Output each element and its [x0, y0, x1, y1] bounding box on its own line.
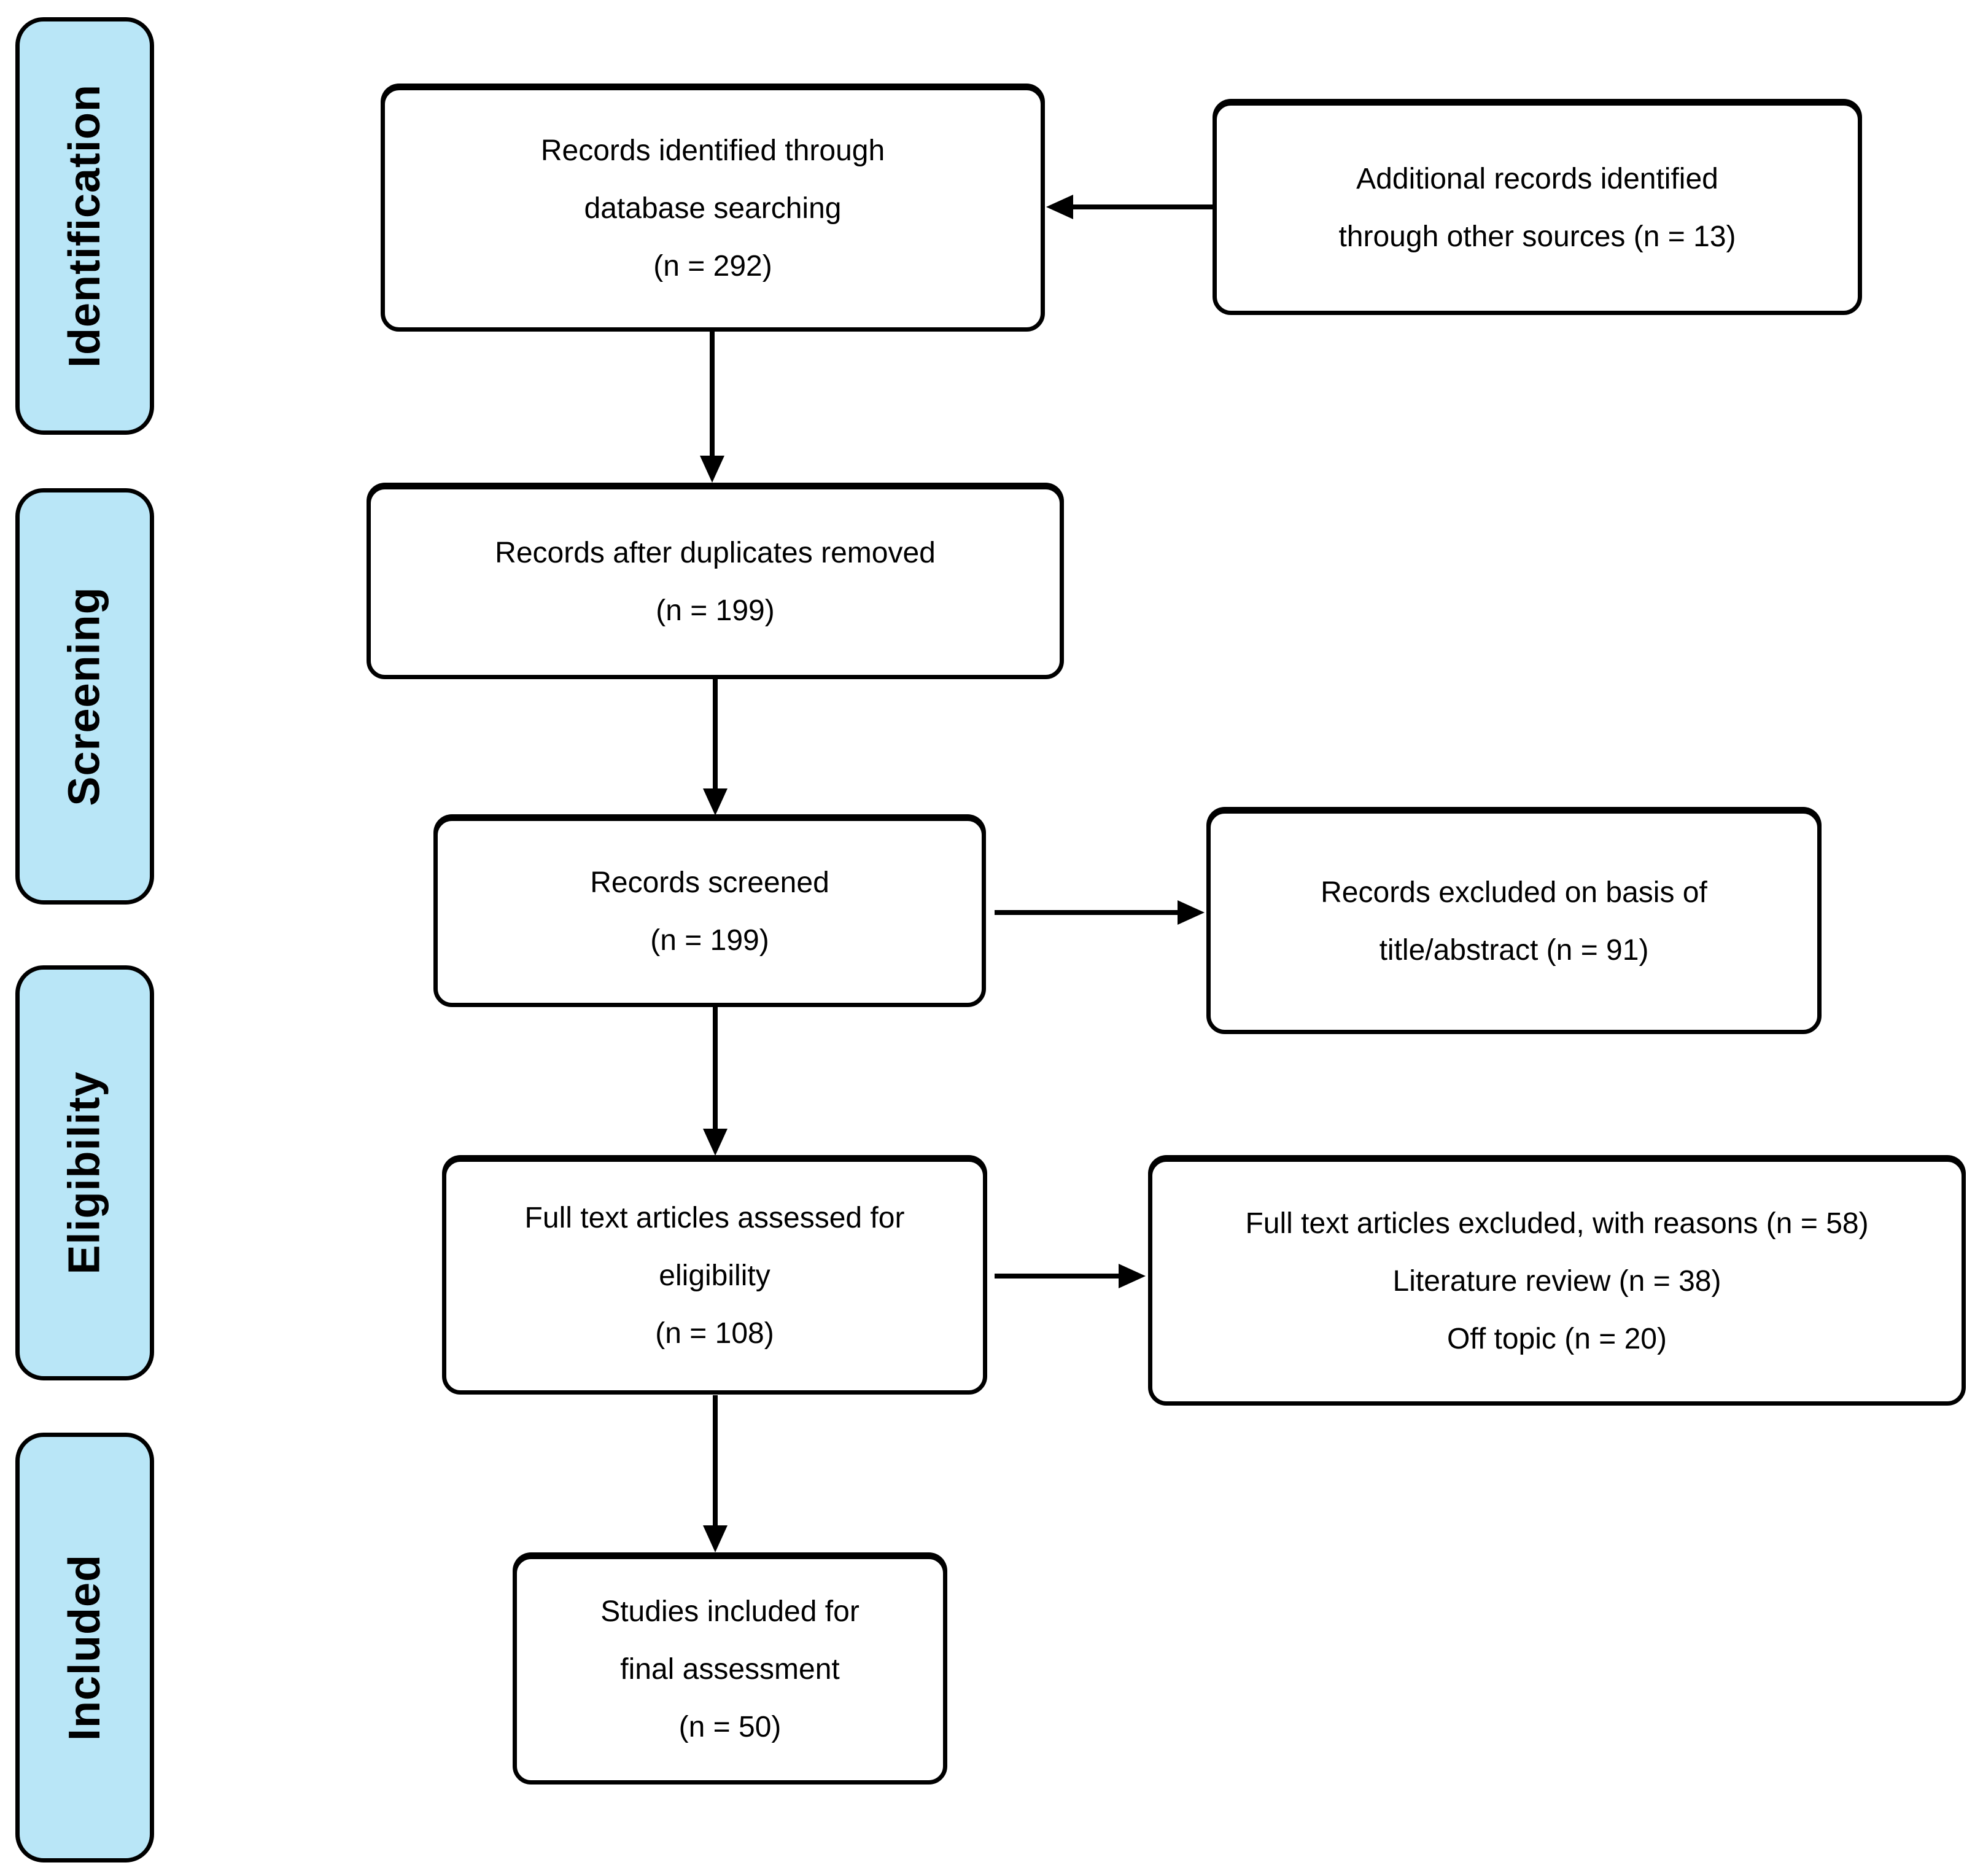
box-studies-included-count: (n = 50) — [678, 1711, 782, 1743]
box-full-text-excluded-reason: Off topic (n = 20) — [1447, 1323, 1667, 1355]
box-records-identified: Records identified through database sear… — [381, 86, 1045, 332]
arrow-screened-to-excluded-head — [1178, 900, 1205, 925]
box-records-identified-line: database searching — [584, 192, 842, 225]
stage-included: Included — [15, 1433, 154, 1862]
box-full-text-assessed-count: (n = 108) — [655, 1317, 774, 1350]
stage-screening: Screening — [15, 488, 154, 905]
arrow-screened-to-fulltext-head — [703, 1129, 728, 1156]
box-full-text-assessed-line: eligibility — [659, 1259, 770, 1292]
box-full-text-excluded-reason: Literature review (n = 38) — [1392, 1265, 1721, 1298]
stage-screening-label: Screening — [60, 586, 109, 806]
box-records-excluded-count: title/abstract (n = 91) — [1379, 934, 1649, 967]
arrow-fulltext-to-excluded-line — [995, 1274, 1119, 1279]
arrow-fulltext-to-included-head — [703, 1525, 728, 1552]
arrow-identified-to-duplicates-line — [710, 332, 715, 456]
arrow-duplicates-to-screened-head — [703, 788, 728, 815]
box-duplicates-removed: Records after duplicates removed (n = 19… — [367, 485, 1064, 679]
stage-identification-label: Identification — [60, 84, 109, 368]
box-studies-included: Studies included for final assessment (n… — [513, 1555, 947, 1785]
box-duplicates-removed-count: (n = 199) — [656, 594, 775, 627]
stage-included-label: Included — [60, 1554, 110, 1742]
box-full-text-excluded: Full text articles excluded, with reason… — [1148, 1158, 1966, 1406]
box-records-excluded-line: Records excluded on basis of — [1321, 876, 1707, 909]
stage-identification: Identification — [15, 17, 154, 435]
box-full-text-assessed: Full text articles assessed for eligibil… — [442, 1158, 987, 1395]
arrow-screened-to-fulltext-line — [713, 1007, 718, 1129]
box-records-identified-line: Records identified through — [540, 134, 885, 167]
box-records-screened-line: Records screened — [590, 866, 829, 899]
stage-eligibility-label: Eligibility — [60, 1071, 109, 1275]
box-full-text-assessed-line: Full text articles assessed for — [524, 1202, 905, 1234]
arrow-additional-to-identified-head — [1046, 195, 1073, 219]
box-records-screened: Records screened (n = 199) — [433, 817, 986, 1007]
arrow-fulltext-to-excluded-head — [1119, 1264, 1146, 1288]
box-records-identified-count: (n = 292) — [653, 250, 772, 282]
arrow-duplicates-to-screened-line — [713, 679, 718, 788]
box-studies-included-line: Studies included for — [600, 1595, 860, 1628]
box-full-text-excluded-line: Full text articles excluded, with reason… — [1245, 1207, 1869, 1240]
arrow-identified-to-duplicates-head — [700, 456, 724, 483]
arrow-fulltext-to-included-line — [713, 1395, 718, 1525]
box-studies-included-line: final assessment — [620, 1653, 840, 1686]
arrow-screened-to-excluded-line — [995, 910, 1178, 915]
box-duplicates-removed-line: Records after duplicates removed — [495, 537, 936, 569]
box-additional-records: Additional records identified through ot… — [1213, 101, 1862, 315]
box-additional-records-line: through other sources (n = 13) — [1338, 220, 1736, 253]
stage-eligibility: Eligibility — [15, 965, 154, 1380]
box-records-excluded: Records excluded on basis of title/abstr… — [1206, 809, 1822, 1034]
box-additional-records-line: Additional records identified — [1356, 163, 1718, 195]
arrow-additional-to-identified-line — [1073, 204, 1214, 209]
box-records-screened-count: (n = 199) — [650, 924, 769, 957]
